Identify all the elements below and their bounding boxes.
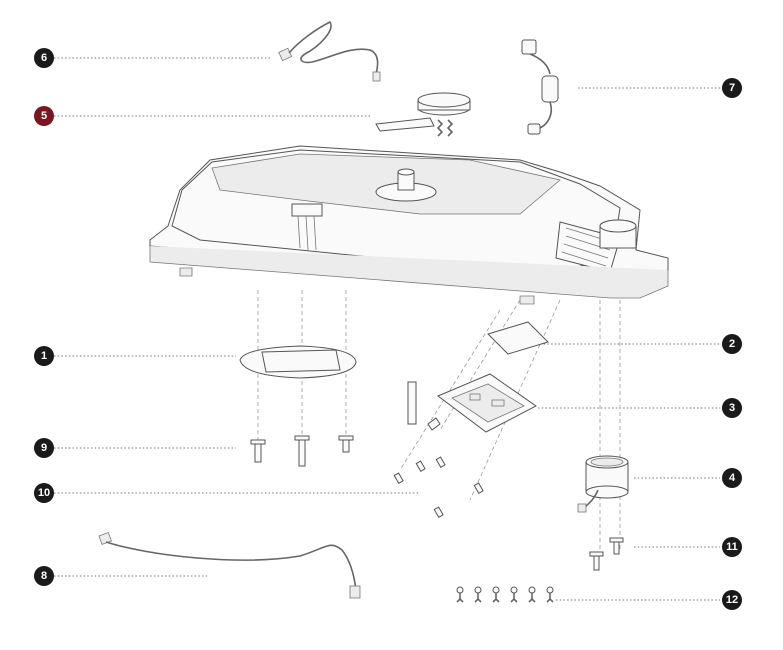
part-2-pad[interactable] — [487, 321, 549, 355]
part-6-wire-harness[interactable] — [278, 20, 381, 82]
part-12-clips[interactable] — [456, 586, 554, 603]
part-4-sensor-cup[interactable] — [577, 455, 629, 513]
leader-lines — [54, 57, 720, 601]
part-8-lower-cable[interactable] — [98, 532, 361, 599]
callout-12[interactable]: 12 — [722, 590, 742, 610]
callout-5[interactable]: 5 — [34, 106, 54, 126]
callout-9[interactable]: 9 — [34, 438, 54, 458]
callout-10[interactable]: 10 — [34, 483, 54, 503]
callout-7[interactable]: 7 — [722, 78, 742, 98]
part-5-bracket-spring[interactable] — [375, 92, 471, 137]
part-10-small-screws[interactable] — [393, 456, 484, 519]
callout-3[interactable]: 3 — [722, 398, 742, 418]
main-housing[interactable] — [149, 145, 669, 305]
callout-1[interactable]: 1 — [34, 346, 54, 366]
part-3-circuit-board[interactable] — [407, 373, 537, 433]
callout-2[interactable]: 2 — [722, 334, 742, 354]
part-7-cable-grommet[interactable] — [521, 39, 559, 135]
callout-4[interactable]: 4 — [722, 468, 742, 488]
callout-11[interactable]: 11 — [722, 537, 742, 557]
part-11-screws[interactable] — [589, 537, 624, 571]
assembly-guides — [257, 290, 621, 550]
callout-6[interactable]: 6 — [34, 48, 54, 68]
part-1-cover-plate[interactable] — [239, 345, 357, 379]
callout-8[interactable]: 8 — [34, 566, 54, 586]
part-9-screws[interactable] — [250, 435, 354, 467]
